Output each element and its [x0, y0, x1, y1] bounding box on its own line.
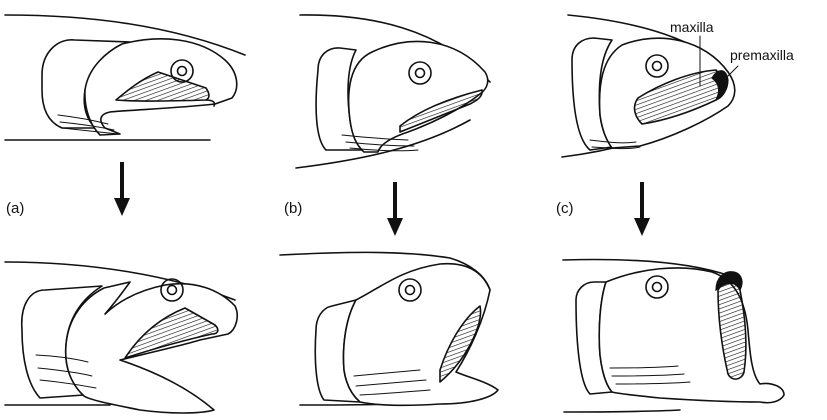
maxilla-label: maxilla	[670, 19, 714, 35]
panel-b-open-jaw	[280, 252, 498, 405]
annotation-premaxilla: premaxilla	[722, 47, 794, 82]
panel-a-closed-jaw	[5, 15, 245, 140]
premaxilla-label: premaxilla	[730, 47, 794, 63]
panel-c-closed-jaw	[562, 15, 735, 157]
panel-a-open-jaw	[5, 262, 237, 413]
arrow-c	[634, 182, 650, 236]
panel-c-open-jaw	[563, 260, 784, 412]
panel-label-a: (a)	[6, 200, 24, 217]
panel-b-closed-jaw	[296, 15, 490, 168]
arrow-a	[114, 162, 130, 216]
panel-label-c: (c)	[556, 200, 574, 217]
panel-label-b: (b)	[284, 200, 302, 217]
arrow-b	[387, 182, 403, 236]
